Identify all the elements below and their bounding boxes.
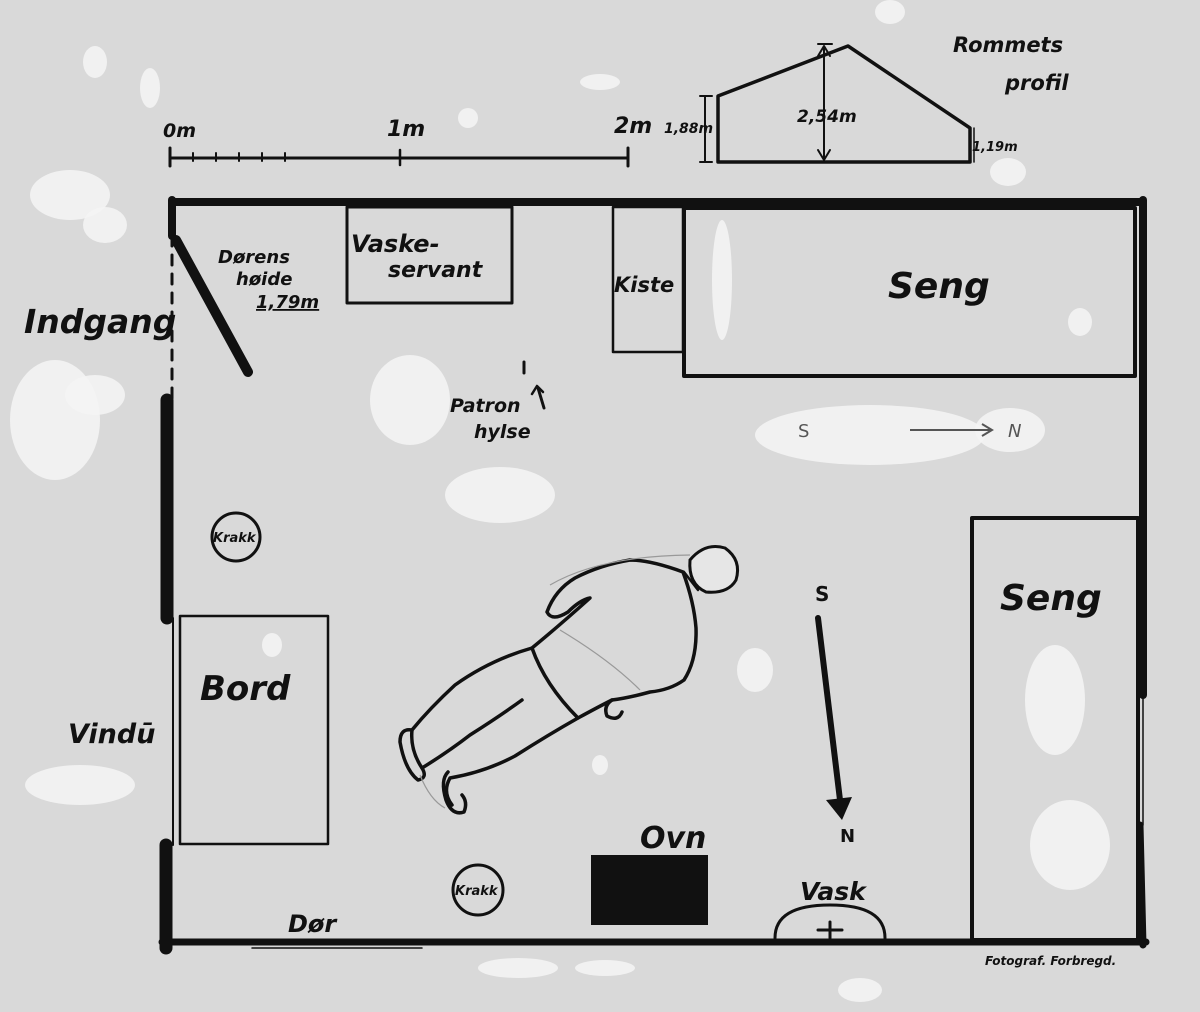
- table: [178, 614, 330, 846]
- label-stool-2: Krakk: [455, 884, 499, 899]
- bed-right: [970, 516, 1140, 942]
- stool-2: [451, 863, 505, 917]
- profile-peak-height: 2,54m: [797, 107, 857, 127]
- label-cartridge-line2: hylse: [474, 421, 531, 443]
- profile-left-height: 1,88m: [664, 121, 713, 137]
- label-compass-n-bed: N: [1008, 421, 1021, 442]
- label-washstand-line2: servant: [388, 258, 484, 283]
- label-entrance: Indgang: [24, 302, 176, 341]
- scale-label-one: 1m: [387, 117, 425, 142]
- washstand: [345, 205, 514, 305]
- stool-1: [210, 511, 262, 563]
- profile-title-line1: Rommets: [953, 33, 1063, 57]
- profile-title-line2: profil: [1004, 71, 1069, 95]
- label-window: Vindū: [68, 719, 155, 750]
- entrance-door-leaf: [171, 235, 253, 377]
- cartridge-arrow: [536, 386, 546, 410]
- scale-label-two: 2m: [614, 114, 652, 139]
- label-table: Bord: [200, 669, 291, 709]
- label-door-height-value: 1,79m: [256, 292, 319, 313]
- label-door-height-line1: Dørens: [218, 247, 290, 268]
- scale-label-zero: 0m: [163, 120, 196, 142]
- compass-arrow: [815, 615, 843, 803]
- label-chest: Kiste: [614, 273, 674, 297]
- compass-arrowhead: [826, 797, 852, 820]
- room-profile: [699, 43, 975, 164]
- label-compass-n: N: [840, 826, 855, 847]
- label-bed-top: Seng: [888, 266, 990, 307]
- compass-arrowhead-bed: [981, 423, 994, 437]
- label-compass-s: S: [815, 582, 829, 606]
- profile-right-height: 1,19m: [972, 140, 1018, 155]
- label-door: Dør: [288, 910, 338, 938]
- stove: [591, 855, 708, 925]
- scale-bar: [168, 146, 630, 168]
- label-compass-s-bed: S: [798, 421, 809, 442]
- paper-smudges: [10, 0, 1110, 1002]
- label-door-height-line2: høide: [236, 269, 292, 290]
- label-stove: Ovn: [640, 821, 706, 856]
- label-cartridge-line1: Patron: [450, 395, 521, 417]
- label-stool-1: Krakk: [213, 531, 257, 546]
- label-bed-right: Seng: [1000, 578, 1102, 619]
- cartridge-arrowhead: [530, 384, 545, 396]
- label-credit: Fotograf. Forbregd.: [985, 954, 1116, 968]
- label-sink: Vask: [800, 877, 867, 906]
- sink: [773, 903, 887, 940]
- bed-top: [682, 206, 1137, 378]
- body-outline: [398, 545, 740, 815]
- label-washstand-line1: Vaske-: [351, 230, 440, 258]
